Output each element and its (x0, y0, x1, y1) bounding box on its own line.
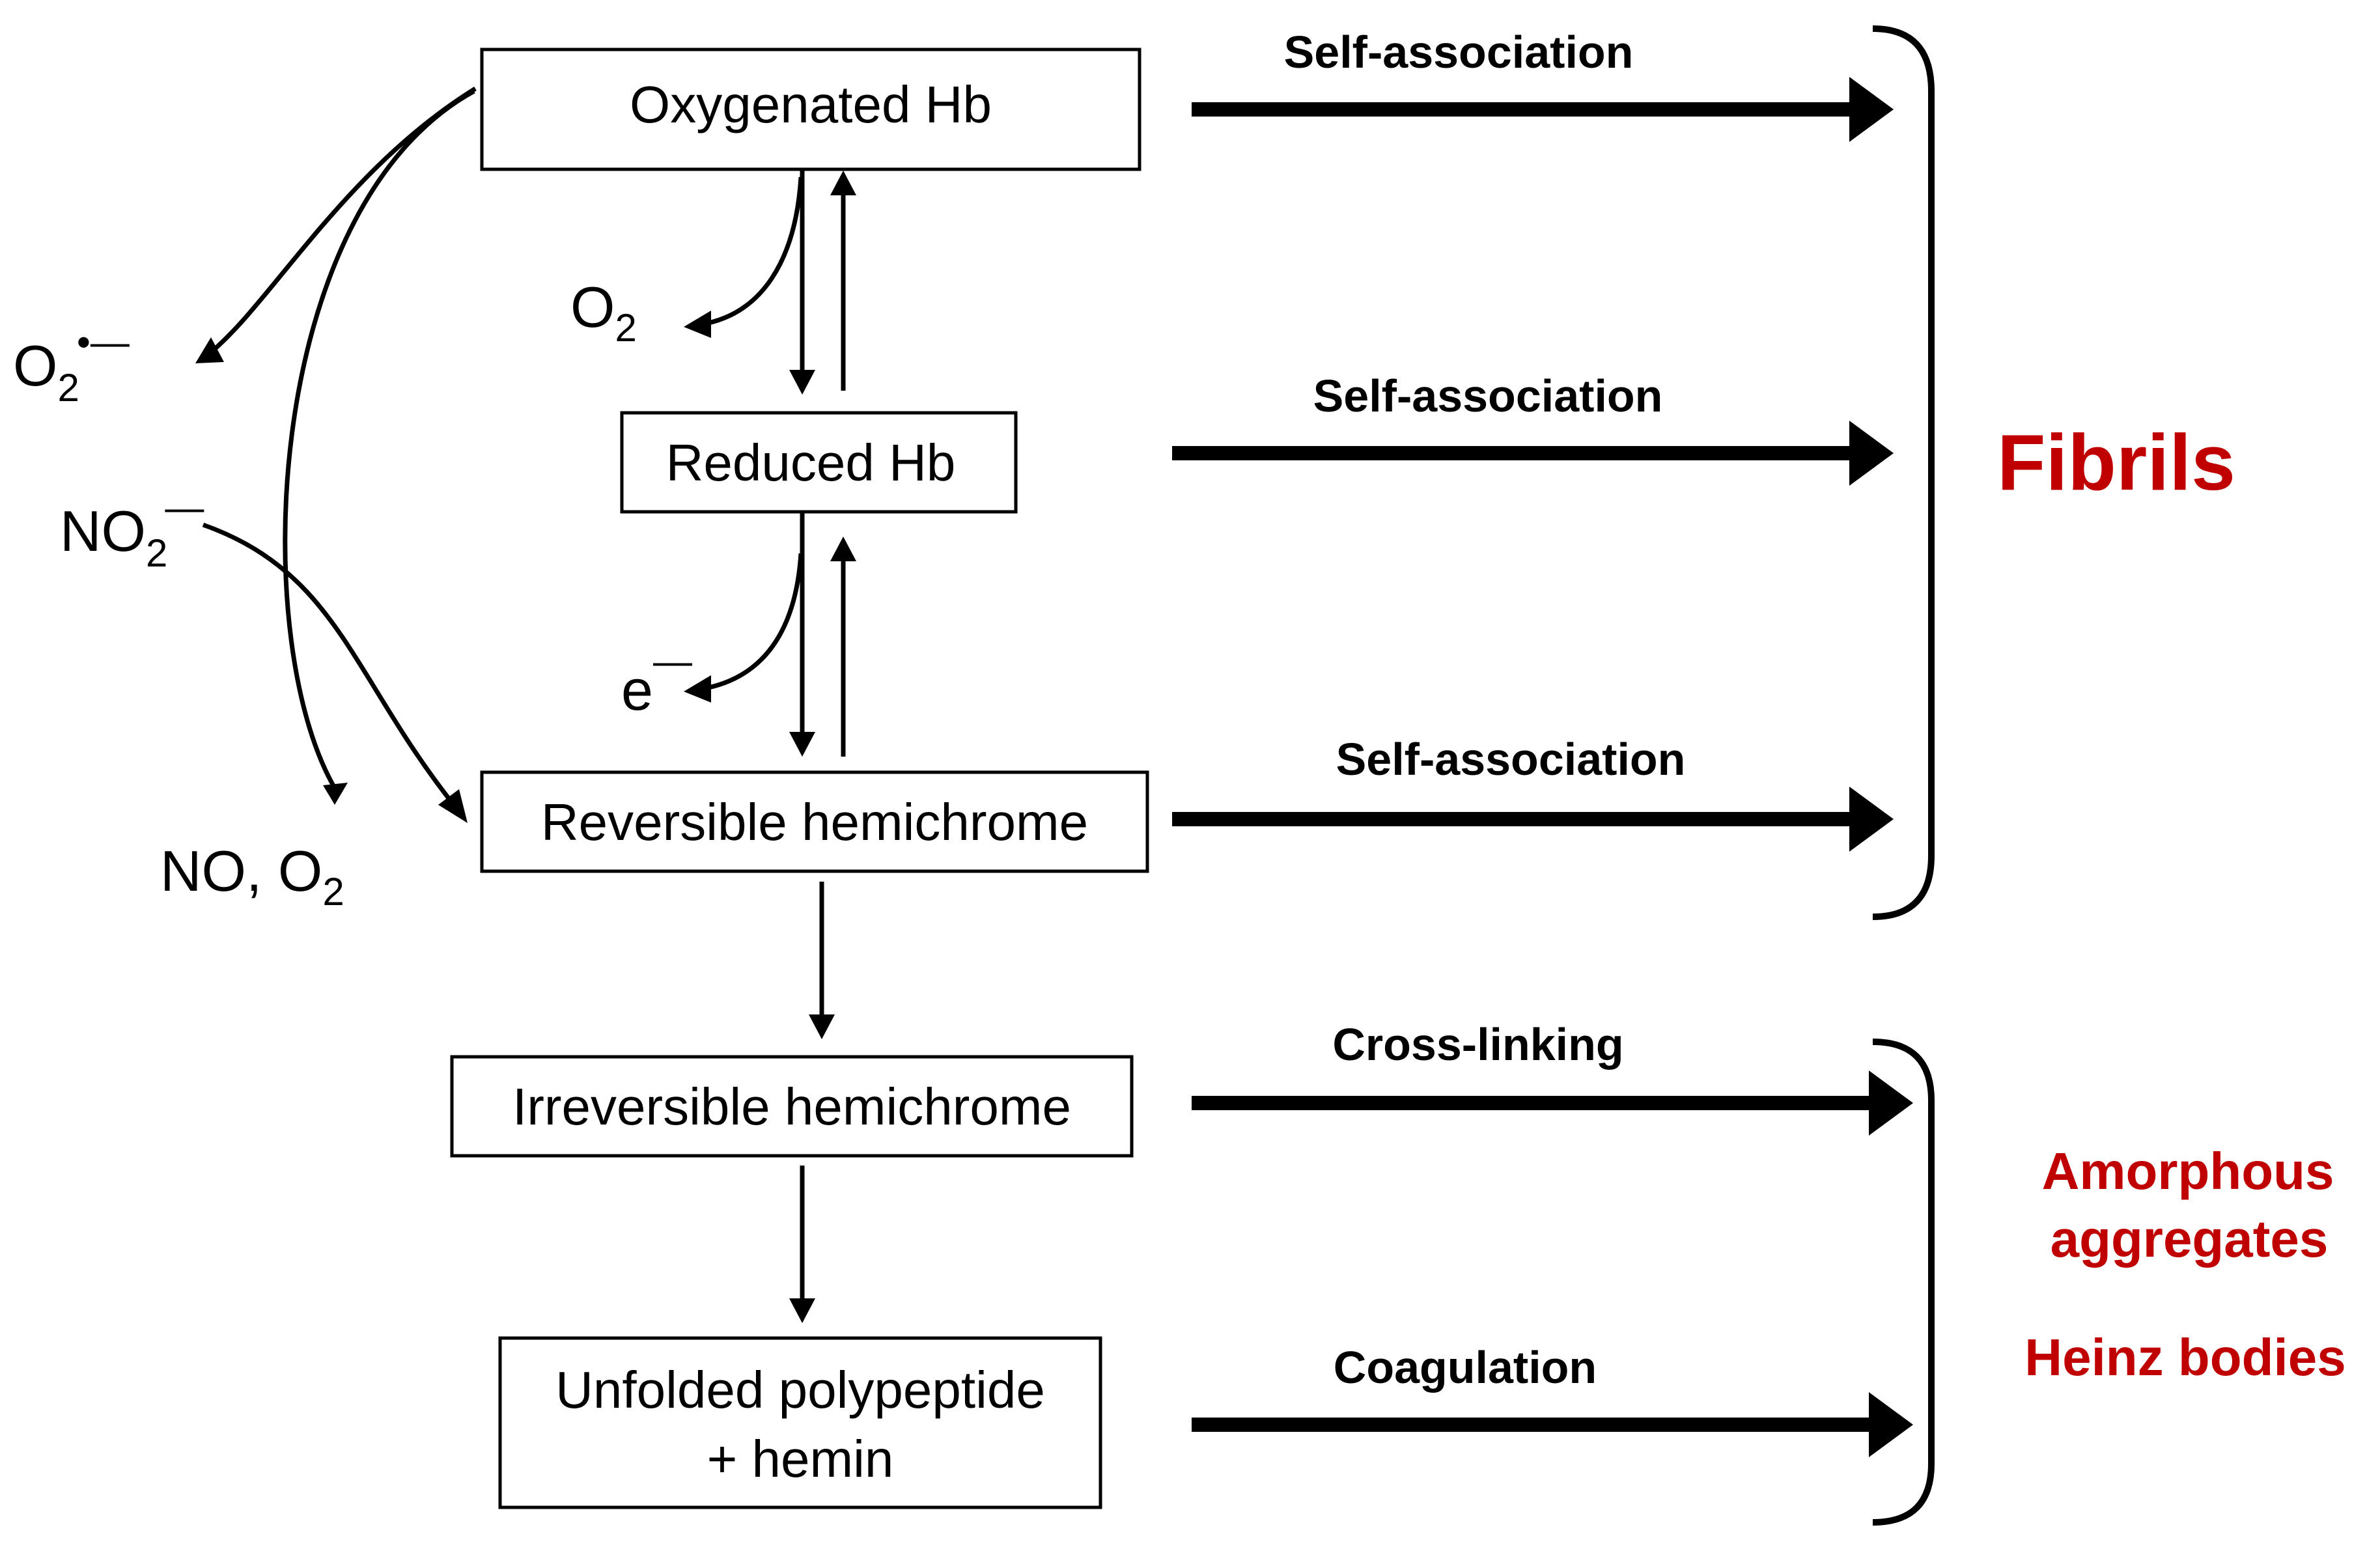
arrow-self-association-2 (1172, 421, 1894, 486)
label-coagulation: Coagulation (1334, 1342, 1597, 1393)
arrow-reduced-to-oxy (830, 171, 856, 391)
arrow-reversible-to-reduced (830, 537, 856, 757)
outcome-amorphous-line1: Amorphous (2042, 1142, 2334, 1200)
arrow-superoxide-formation (195, 87, 477, 363)
node-irreversible-hemichrome: Irreversible hemichrome (450, 1055, 1134, 1158)
label-self-association-3: Self-association (1336, 734, 1686, 785)
node-oxygenated-hb: Oxygenated Hb (480, 48, 1141, 171)
arrow-oxy-to-reduced (789, 171, 815, 395)
node-unfolded-line1: Unfolded polypeptide (555, 1361, 1045, 1419)
node-reversible-hemichrome: Reversible hemichrome (480, 770, 1149, 873)
node-unfolded-polypeptide: Unfolded polypeptide + hemin (498, 1336, 1102, 1509)
arrow-self-association-3 (1172, 787, 1894, 852)
arrow-coagulation (1192, 1392, 1913, 1457)
outcome-amorphous-line2: aggregates (2051, 1210, 2329, 1268)
species-o2-released: O2 (570, 275, 637, 350)
arrow-irreversible-to-unfolded (789, 1166, 815, 1323)
label-self-association-2: Self-association (1313, 370, 1663, 421)
arrow-self-association-1 (1192, 77, 1894, 142)
node-reversible-hemichrome-label: Reversible hemichrome (541, 793, 1088, 851)
species-no-o2-products: NO, O2 (160, 839, 344, 914)
label-cross-linking: Cross-linking (1332, 1019, 1623, 1070)
species-superoxide: O2•— (13, 320, 130, 410)
outcome-fibrils: Fibrils (1997, 418, 2235, 507)
arrow-reversible-to-irreversible (809, 882, 835, 1039)
node-irreversible-hemichrome-label: Irreversible hemichrome (512, 1078, 1071, 1136)
species-nitrite: NO2— (60, 486, 204, 575)
arrow-nitrite-reaction (283, 89, 475, 805)
arrow-nitrite-to-hemichrome (202, 522, 468, 823)
species-electron: e— (621, 639, 692, 722)
node-unfolded-line2: + hemin (707, 1430, 894, 1488)
node-oxygenated-hb-label: Oxygenated Hb (630, 76, 992, 133)
bracket-aggregates (1872, 1039, 1935, 1526)
node-reduced-hb-label: Reduced Hb (666, 434, 956, 492)
arrow-electron-release (684, 553, 804, 703)
outcome-heinz-bodies: Heinz bodies (2024, 1328, 2345, 1386)
node-reduced-hb: Reduced Hb (620, 411, 1018, 514)
arrow-o2-release (684, 176, 804, 338)
arrow-reduced-to-reversible (789, 513, 815, 757)
label-self-association-1: Self-association (1284, 27, 1634, 77)
bracket-fibrils (1872, 25, 1935, 920)
arrow-cross-linking (1192, 1070, 1913, 1136)
